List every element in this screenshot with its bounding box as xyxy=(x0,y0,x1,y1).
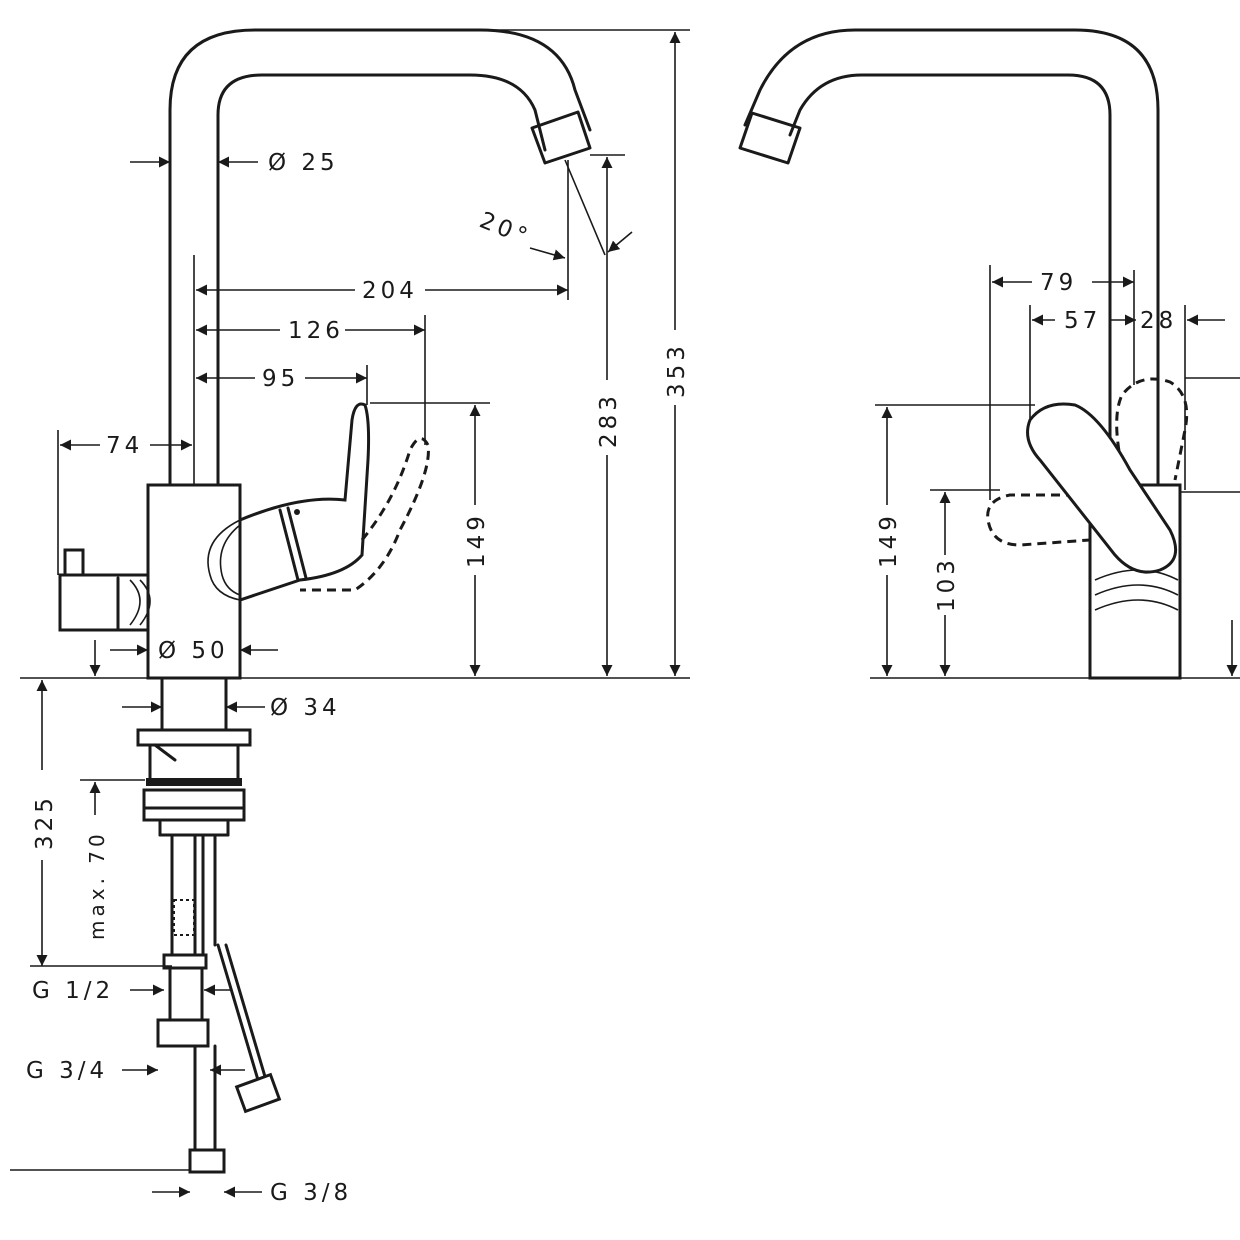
side-spout-inner xyxy=(788,73,1112,487)
hose-fitting-right xyxy=(234,1072,282,1114)
lock-nut xyxy=(142,788,246,810)
dim-width-74: 74 xyxy=(106,433,143,459)
side-dim-height-149: 149 xyxy=(876,512,902,568)
lever-alt-position xyxy=(300,437,430,592)
side-dim-width-79: 79 xyxy=(1040,270,1077,296)
dim-height-283: 283 xyxy=(596,392,622,448)
side-spout-outer xyxy=(743,28,1160,487)
dim-height-325: 325 xyxy=(32,794,58,850)
dim-height-149: 149 xyxy=(464,512,490,568)
side-dim-height-103: 103 xyxy=(934,556,960,612)
aerator xyxy=(530,110,592,165)
dim-width-204: 204 xyxy=(362,278,418,304)
dim-thread-g34: G 3/4 xyxy=(26,1058,108,1084)
dim-diameter-50: Ø 50 xyxy=(158,638,229,664)
connector-g12 xyxy=(162,953,208,970)
dim-diameter-25: Ø 25 xyxy=(268,150,339,176)
dim-angle-20: 20° xyxy=(476,207,535,251)
side-view: 79 57 28 149 103 xyxy=(738,28,1240,680)
hose-fitting-left xyxy=(188,1148,226,1174)
front-view: Ø 25 20° 204 126 95 74 149 283 353 Ø 50 … xyxy=(10,28,690,1206)
spout-outer xyxy=(168,28,592,487)
mounting-plate xyxy=(136,728,252,747)
dim-max-70: max. 70 xyxy=(85,830,109,940)
side-lever-handle xyxy=(1026,402,1178,574)
dim-width-95: 95 xyxy=(262,366,299,392)
side-aerator xyxy=(738,111,802,165)
side-knob xyxy=(58,573,150,632)
dim-width-126: 126 xyxy=(288,318,344,344)
side-dim-width-57: 57 xyxy=(1064,308,1101,334)
dim-height-353: 353 xyxy=(664,342,690,398)
side-dim-width-28: 28 xyxy=(1140,308,1177,334)
dim-thread-g12: G 1/2 xyxy=(32,978,114,1004)
side-lever-alt-horizontal xyxy=(986,493,1091,547)
side-knob-cap xyxy=(63,548,85,577)
dim-diameter-34: Ø 34 xyxy=(270,695,341,721)
dim-thread-g38: G 3/8 xyxy=(270,1180,352,1206)
connector-g34 xyxy=(156,1018,210,1048)
spout-inner xyxy=(216,73,547,487)
lever-handle xyxy=(238,402,371,603)
